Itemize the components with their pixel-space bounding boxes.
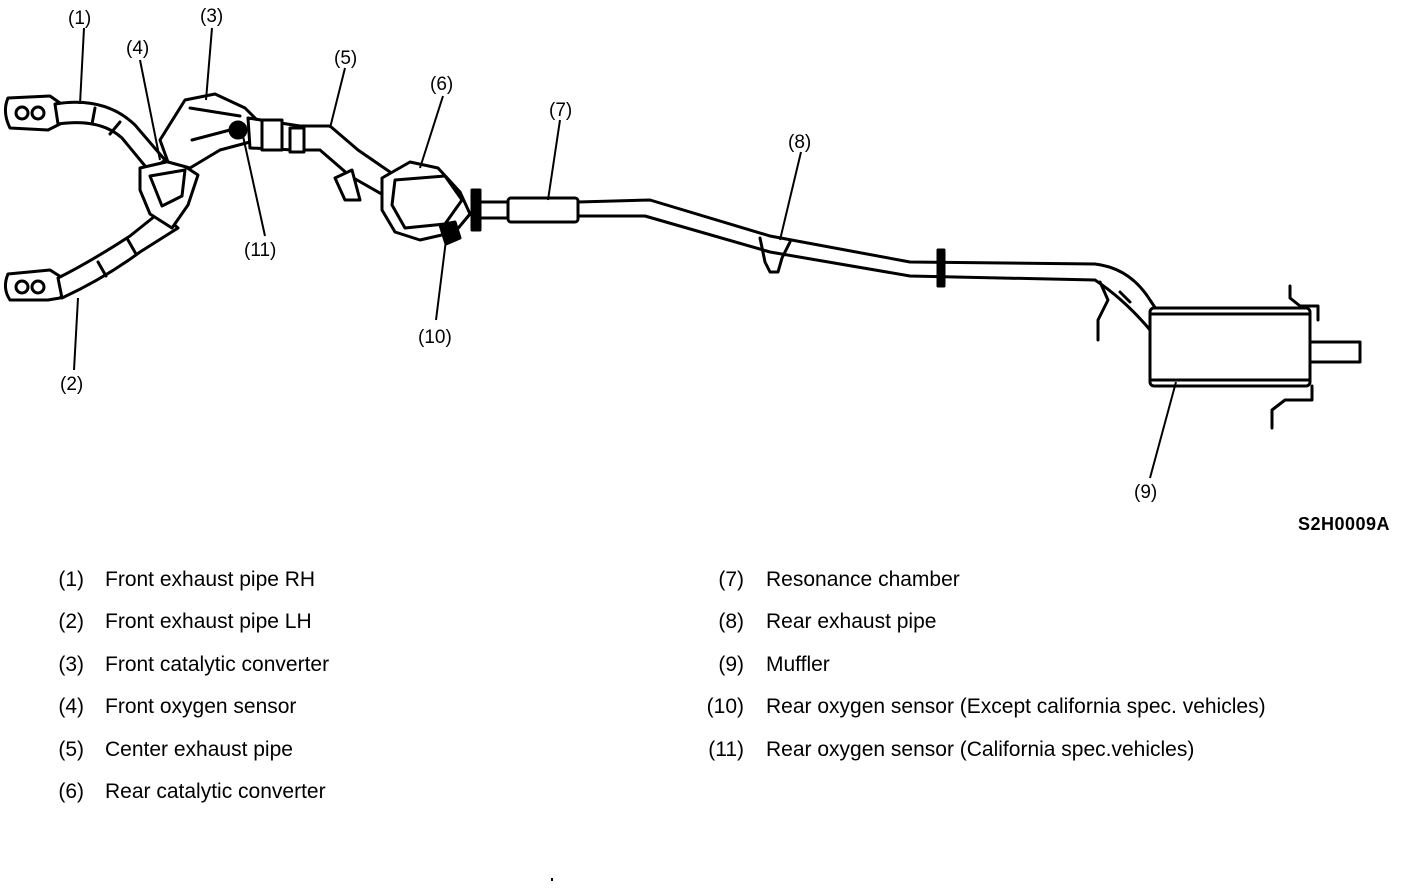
- legend-label: Rear exhaust pipe: [766, 610, 937, 634]
- legend-number: (11): [708, 737, 744, 761]
- legend-number: (5): [58, 737, 84, 761]
- figure-reference-code: S2H0009A: [1297, 514, 1390, 534]
- exhaust-system-diagram: (1) (2) (3) (4) (5) (6) (7) (8) (9) (10)…: [3, 6, 1362, 503]
- callout-5: (5): [334, 48, 357, 69]
- legend-label: Front oxygen sensor: [105, 695, 297, 719]
- callout-8: (8): [788, 132, 811, 153]
- legend-item: (3) Front catalytic converter: [52, 653, 329, 695]
- legend-number: (2): [58, 610, 84, 634]
- legend-number: (4): [58, 695, 84, 719]
- legend-label: Front exhaust pipe LH: [105, 610, 312, 634]
- legend-label: Muffler: [766, 652, 830, 676]
- legend-item: (11) Rear oxygen sensor (California spec.…: [700, 738, 1266, 780]
- legend-number: (1): [58, 568, 84, 591]
- legend-item: (4) Front oxygen sensor: [52, 695, 329, 737]
- stray-mark: [551, 878, 553, 881]
- legend-right-column: (7) Resonance chamber (8) Rear exhaust pip…: [700, 568, 1266, 780]
- legend-number: (3): [58, 652, 84, 676]
- legend-item: (1) Front exhaust pipe RH: [52, 568, 329, 610]
- legend-left-column: (1) Front exhaust pipe RH (2) Front exhaus…: [52, 568, 329, 822]
- rear-catalytic-converter: [380, 160, 472, 242]
- callout-6: (6): [430, 74, 453, 95]
- legend-number: (9): [718, 652, 744, 676]
- rear-exhaust-pipe: [478, 196, 1160, 342]
- callout-7: (7): [549, 100, 572, 121]
- front-exhaust-pipe-rh: [3, 94, 167, 174]
- legend-item: (6) Rear catalytic converter: [52, 780, 329, 822]
- legend-item: (8) Rear exhaust pipe: [700, 610, 1266, 652]
- legend-item: (9) Muffler: [700, 653, 1266, 695]
- callout-1: (1): [68, 8, 91, 29]
- callout-11: (11): [244, 240, 276, 261]
- legend-label: Rear oxygen sensor (California spec.vehi…: [766, 737, 1195, 761]
- legend-number: (8): [718, 610, 744, 634]
- legend-number: (6): [58, 779, 84, 803]
- legend-label: Front catalytic converter: [105, 652, 330, 676]
- resonance-chamber: [506, 196, 580, 224]
- legend-number: (7): [718, 568, 744, 591]
- legend-label: Front exhaust pipe RH: [105, 568, 316, 591]
- callout-4: (4): [126, 38, 149, 59]
- legend-item: (2) Front exhaust pipe LH: [52, 610, 329, 652]
- legend-label: Resonance chamber: [766, 568, 960, 591]
- callout-2: (2): [60, 374, 83, 395]
- muffler: [1148, 284, 1362, 430]
- callout-10: (10): [418, 327, 452, 348]
- legend-number: (10): [706, 695, 744, 719]
- center-exhaust-pipe: [246, 116, 392, 202]
- legend-item: (7) Resonance chamber: [700, 568, 1266, 610]
- legend-label: Rear catalytic converter: [105, 779, 326, 803]
- front-exhaust-pipe-lh: [3, 210, 180, 302]
- rear-oxygen-sensor-10: [438, 220, 462, 246]
- legend-item: (5) Center exhaust pipe: [52, 738, 329, 780]
- rear-oxygen-sensor-11: [228, 120, 248, 140]
- legend-label: Rear oxygen sensor (Except california sp…: [766, 695, 1266, 719]
- legend-item: (10) Rear oxygen sensor (Except californi…: [700, 695, 1266, 737]
- callout-9: (9): [1134, 482, 1157, 503]
- legend-label: Center exhaust pipe: [105, 737, 293, 761]
- callout-3: (3): [200, 6, 223, 27]
